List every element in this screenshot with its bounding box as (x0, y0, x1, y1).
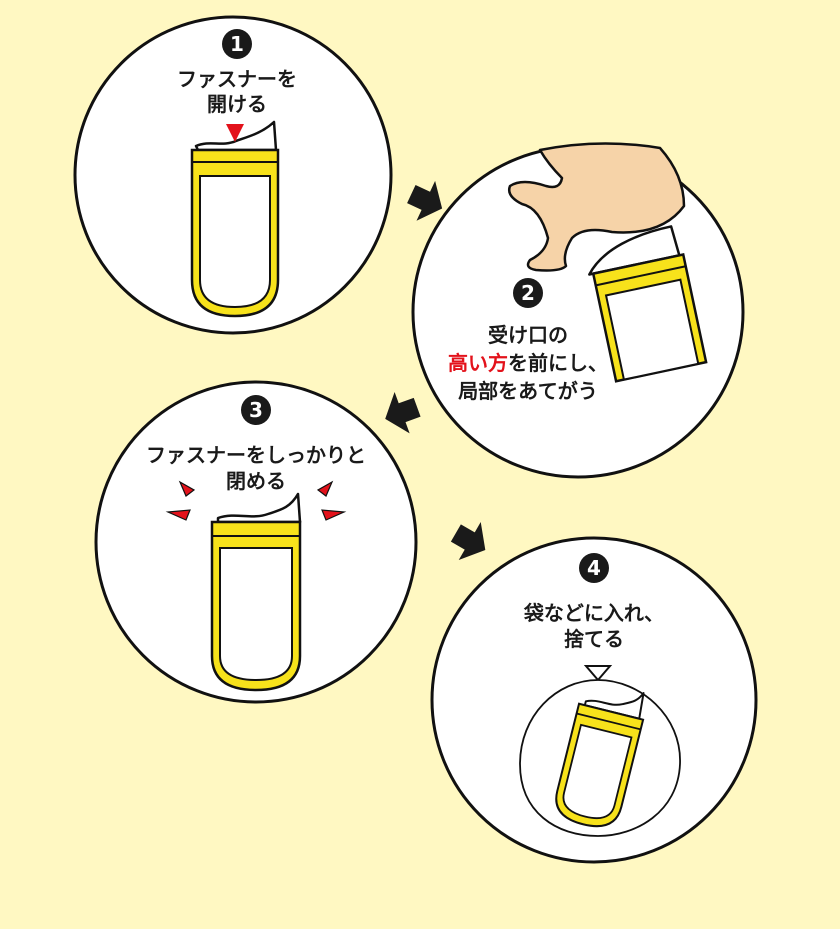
step-2-number-badge (513, 278, 543, 308)
step-4-text-line-1: 袋などに入れ、 (523, 601, 664, 625)
step-4-text-line-2: 捨てる (564, 627, 624, 651)
step-3-emphasis-icon (165, 480, 347, 521)
arrow-step-3-to-4-icon (450, 521, 486, 561)
step-3-text-line-1: ファスナーをしっかりと (146, 443, 366, 467)
step-1-bag-opening-icon (194, 120, 278, 152)
step-4-urine-bag-icon (555, 692, 645, 828)
step-4-number: 4 (587, 556, 601, 580)
step-1-number-badge (222, 29, 252, 59)
step-2-text-line-2: 高い方を前にし、 (448, 351, 608, 375)
step-2-text-line-3: 局部をあてがう (457, 379, 598, 403)
step-3-bag-top-icon (216, 492, 302, 524)
step-3-panel: 3 ファスナーをしっかりと 閉める (94, 380, 418, 704)
step-1-number: 1 (230, 32, 244, 56)
step-1-text-line-2: 開ける (207, 92, 267, 116)
step-2-line-2-rest: を前にし、 (508, 351, 608, 375)
step-2-highlight: 高い方 (448, 351, 508, 375)
arrow-step-2-to-3-icon (385, 392, 421, 434)
step-2-number: 2 (521, 281, 535, 305)
step-2-urine-bag-icon (588, 225, 708, 383)
step-3-urine-bag-icon (210, 520, 302, 692)
step-4-panel: 4 袋などに入れ、 捨てる (430, 536, 758, 864)
step-1-urine-bag-icon (190, 148, 280, 318)
step-1-down-arrow-icon (226, 124, 244, 142)
arrow-step-1-to-2-icon (407, 180, 443, 221)
step-2-person-body-icon (508, 142, 686, 272)
step-4-number-badge (579, 553, 609, 583)
step-2-panel: 2 受け口の 高い方を前にし、 局部をあてがう (411, 142, 745, 479)
step-3-number-badge (241, 395, 271, 425)
step-3-number: 3 (249, 398, 263, 422)
step-1-panel: 1 ファスナーを 開ける (73, 15, 393, 335)
step-3-text-line-2: 閉める (226, 469, 286, 493)
step-1-text-line-1: ファスナーを (177, 67, 297, 91)
step-2-text-line-1: 受け口の (488, 323, 568, 347)
